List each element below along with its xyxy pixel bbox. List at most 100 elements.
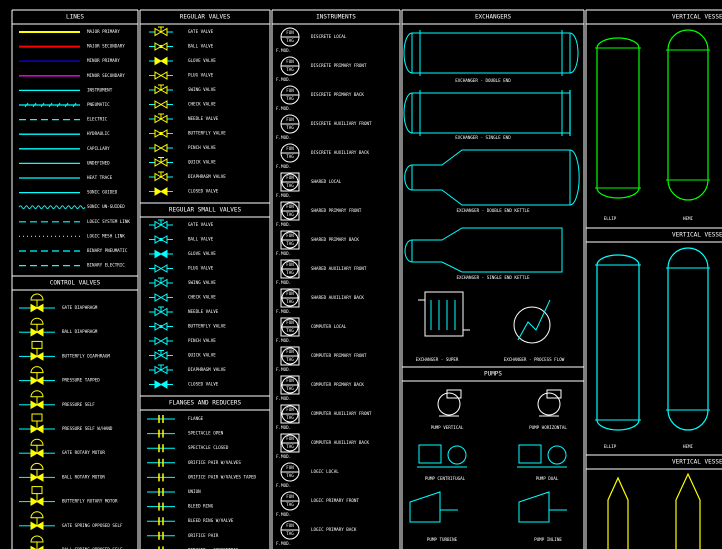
- regular-valve-label: SWING VALVE: [188, 87, 216, 92]
- shell-head-right: [569, 32, 579, 74]
- line-label: INSTRUMENT: [87, 87, 113, 92]
- valve-body: [154, 71, 168, 80]
- line-hatch: [56, 102, 61, 108]
- line-label: MINOR SECONDARY: [87, 73, 125, 78]
- exchanger-super: [418, 291, 470, 337]
- regular-valves-heading: REGULAR VALVES: [180, 14, 231, 21]
- tag-modifier: F.MOD.: [276, 106, 291, 111]
- tag-number: TAG: [286, 299, 294, 304]
- tag-number: TAG: [286, 444, 294, 449]
- valve-symbol: [149, 322, 173, 331]
- pump-symbol: [437, 389, 462, 417]
- tag-number: TAG: [286, 125, 294, 130]
- tag-number: TAG: [286, 502, 294, 507]
- instrument-bubble: [280, 143, 300, 163]
- tag-modifier: F.MOD.: [276, 367, 291, 372]
- tag-function: FUN: [286, 146, 294, 151]
- exchanger-label: EXCHANGER - SUPER: [416, 357, 459, 362]
- flange-label: ORIFICE PAIR W/VALVES TAPED: [188, 474, 257, 479]
- shell-head-left: [403, 92, 413, 134]
- pump-symbol: [518, 491, 567, 523]
- valve-symbol: [149, 364, 173, 375]
- line-hatch: [48, 102, 53, 108]
- diaphragm: [30, 366, 44, 374]
- pump-label: PUMP INLINE: [534, 537, 562, 542]
- tag-function: FUN: [286, 262, 294, 267]
- regular-valve-label: BALL VALVE: [188, 44, 214, 49]
- instrument-bubble: [280, 375, 300, 395]
- vessel-cone: [675, 472, 701, 549]
- valve-body: [154, 56, 168, 66]
- pump-motor: [518, 444, 542, 464]
- small-valve-label: SWING VALVE: [188, 280, 216, 285]
- flange-label: ORIFICE PAIR W/VALVES: [188, 460, 241, 465]
- vessel-label-ellip: ELLIP: [604, 216, 617, 221]
- shell-head-left: [403, 32, 413, 74]
- line-label: LOGIC MESH LINK: [87, 233, 125, 238]
- instrument-bubble: [280, 201, 300, 221]
- valve-ball: [159, 44, 163, 49]
- small-valve-label: CHECK VALVE: [188, 295, 216, 300]
- instrument-label: DISCRETE AUXILIARY BACK: [311, 150, 369, 155]
- vertical-vessels-heading-2: VERTICAL VESSELS: [672, 232, 722, 239]
- line-stroke: [18, 205, 86, 210]
- pump-casing: [537, 392, 561, 416]
- kettle-head: [404, 239, 413, 263]
- exchanger-shell: [403, 30, 579, 76]
- control-valve-symbol: [19, 340, 55, 361]
- valve-symbol: [149, 219, 173, 230]
- valve-body: [154, 336, 168, 346]
- valve-body: [154, 235, 168, 244]
- tag-function: FUN: [286, 523, 294, 528]
- instrument-label: SHARED AUXILIARY BACK: [311, 295, 364, 300]
- valve-symbol: [149, 56, 173, 66]
- vertical-vessel: [666, 29, 710, 201]
- valve-body: [154, 100, 168, 109]
- valve-body: [154, 114, 168, 124]
- tag-modifier: F.MOD.: [276, 193, 291, 198]
- valve-symbol: [149, 26, 173, 37]
- vertical-vessels-heading: VERTICAL VESSELS: [672, 14, 722, 21]
- tag-modifier: F.MOD.: [276, 77, 291, 82]
- valve-symbol: [149, 277, 173, 288]
- pump-symbol: [537, 389, 562, 417]
- instrument-label: DISCRETE PRIMARY BACK: [311, 92, 364, 97]
- pump-label: PUMP DUAL: [536, 476, 559, 481]
- flange-symbol: [147, 473, 175, 482]
- tag-modifier: F.MOD.: [276, 425, 291, 430]
- valve-ball: [159, 237, 163, 242]
- line-hatch: [40, 102, 45, 108]
- instrument-label: COMPUTER AUXILIARY BACK: [311, 440, 369, 445]
- tag-number: TAG: [286, 270, 294, 275]
- actuator-box: [31, 340, 43, 349]
- vessel-label-ellip: ELLIP: [604, 444, 617, 449]
- tag-function: FUN: [286, 59, 294, 64]
- instrument-bubble: [280, 346, 300, 366]
- exchanger-label: EXCHANGER - SINGLE END: [455, 135, 511, 140]
- valve-body: [154, 380, 168, 389]
- control-valve-label: BALL ROTARY MOTOR: [62, 474, 105, 479]
- instrument-bubble: [280, 85, 300, 105]
- regular-valve-label: NEEDLE VALVE: [188, 116, 219, 121]
- actuator-box: [31, 413, 43, 422]
- kettle-shell: [411, 149, 571, 206]
- tag-function: FUN: [286, 175, 294, 180]
- regular-valve-label: CHECK VALVE: [188, 102, 216, 107]
- regular-valve-label: PINCH VALVE: [188, 145, 216, 150]
- control-valve-symbol: [19, 413, 55, 434]
- vessel-shell: [667, 29, 709, 201]
- line-label: MINOR PRIMARY: [87, 58, 120, 63]
- tag-modifier: F.MOD.: [276, 396, 291, 401]
- line-label: BINARY ELECTRIC: [87, 263, 125, 268]
- valve-symbol: [149, 71, 173, 80]
- pump-discharge: [446, 389, 462, 399]
- regular-valve-label: GLOVE VALVE: [188, 58, 216, 63]
- instrument-bubble: [280, 404, 300, 424]
- instrument-bubble: [280, 462, 300, 482]
- line-hatch: [32, 102, 37, 108]
- valve-body: [154, 220, 168, 230]
- control-valve-label: GATE ROTARY MOTOR: [62, 450, 105, 455]
- tag-modifier: F.MOD.: [276, 454, 291, 459]
- regular-valve-label: GATE VALVE: [188, 29, 214, 34]
